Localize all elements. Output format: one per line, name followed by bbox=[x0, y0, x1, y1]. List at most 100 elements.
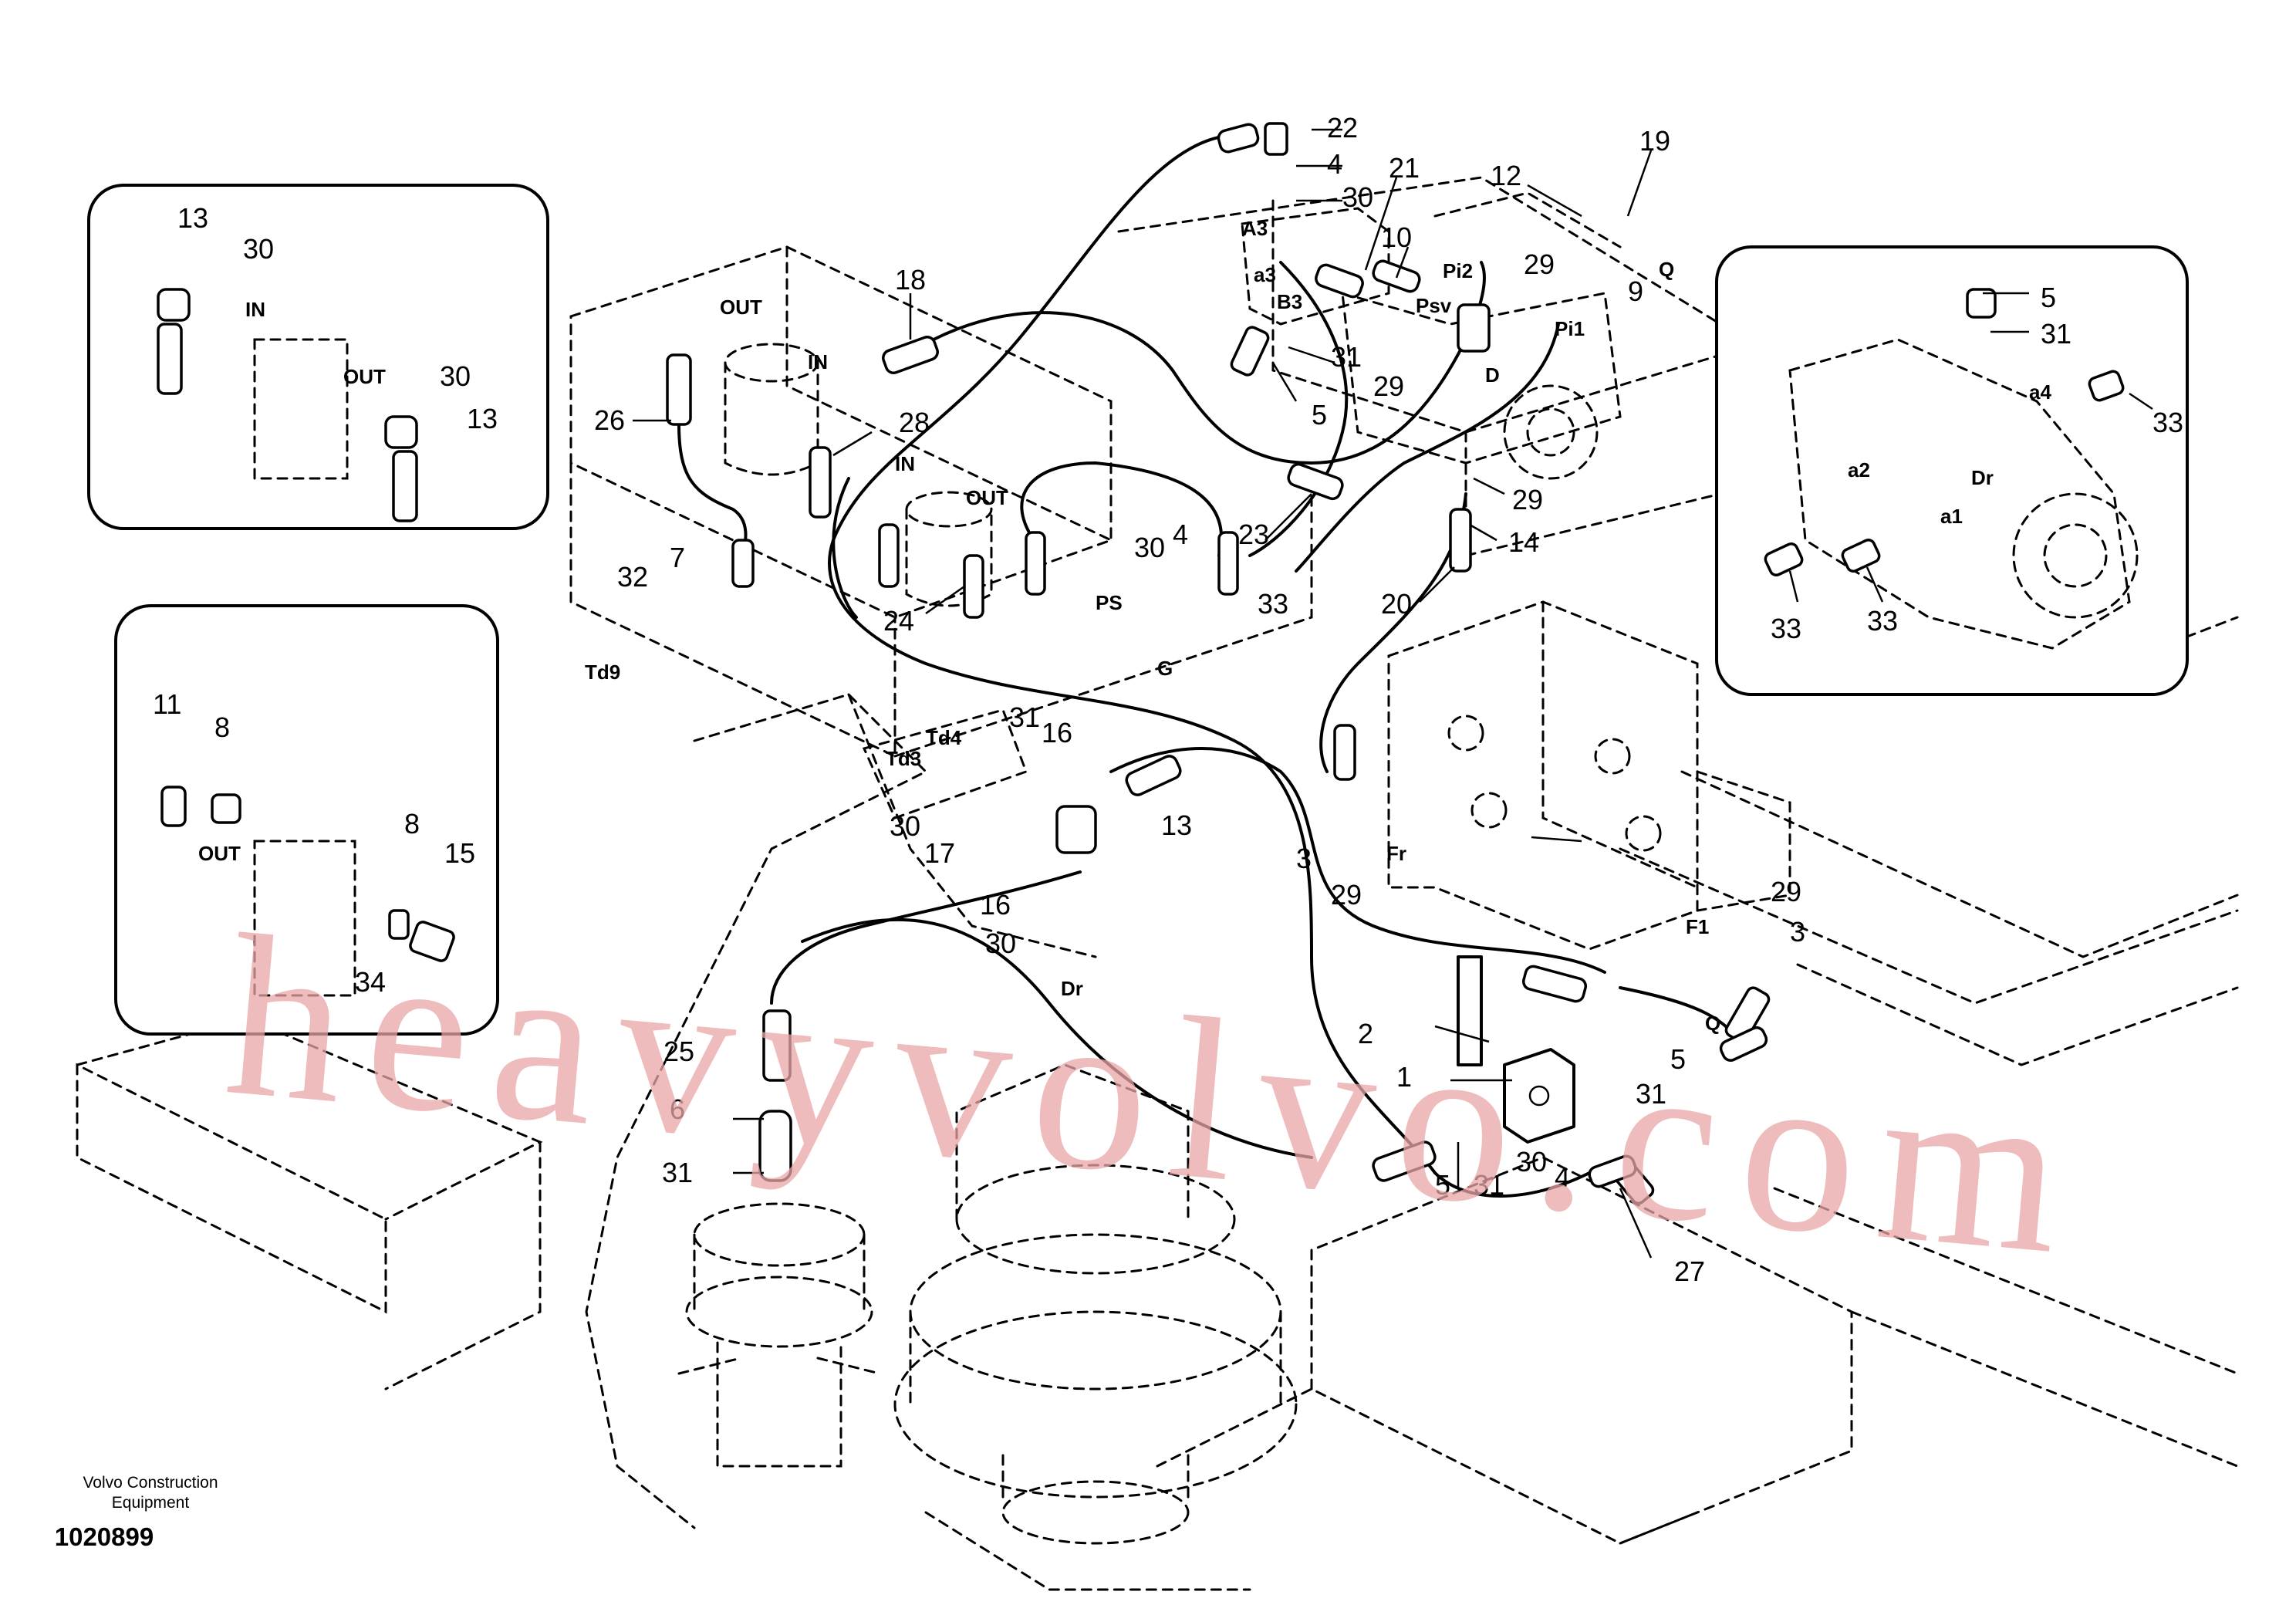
port-label: a4 bbox=[2029, 380, 2051, 404]
port-label: Td9 bbox=[585, 661, 620, 684]
port-label: Q bbox=[1705, 1012, 1720, 1035]
inset-top-left bbox=[87, 184, 549, 530]
callout: 33 bbox=[1867, 605, 1898, 637]
port-label: F1 bbox=[1686, 915, 1709, 938]
callout: 33 bbox=[1258, 588, 1288, 620]
callout: 30 bbox=[1342, 181, 1373, 213]
callout: 30 bbox=[440, 360, 471, 392]
callout: 31 bbox=[662, 1157, 693, 1188]
port-label: Psv bbox=[1416, 294, 1452, 317]
callout: 27 bbox=[1674, 1255, 1705, 1287]
callout: 31 bbox=[1474, 1169, 1504, 1201]
callout: 4 bbox=[1327, 148, 1342, 180]
callout: 18 bbox=[895, 264, 926, 296]
callout: 8 bbox=[214, 711, 230, 743]
callout: 11 bbox=[153, 688, 181, 720]
port-label: IN bbox=[895, 452, 915, 475]
port-label: IN bbox=[245, 298, 265, 321]
callout: 14 bbox=[1508, 526, 1539, 558]
company-name-line2: Equipment bbox=[112, 1494, 190, 1512]
callout: 7 bbox=[670, 542, 685, 573]
port-label: B3 bbox=[1277, 290, 1302, 313]
callout: 5 bbox=[2041, 282, 2056, 313]
fittings bbox=[666, 122, 1771, 1205]
callout: 33 bbox=[1771, 613, 1801, 644]
callout: 26 bbox=[594, 404, 625, 436]
filter-housings bbox=[724, 343, 1028, 819]
port-label: OUT bbox=[966, 486, 1008, 509]
callout: 30 bbox=[243, 233, 274, 265]
port-label: Dr bbox=[1061, 977, 1083, 1000]
port-label: IN bbox=[808, 350, 828, 373]
port-label: Fr bbox=[1386, 842, 1406, 865]
watermark: heavyvolvo.com bbox=[218, 886, 2094, 1304]
callouts: 13 30 30 13 11 8 8 15 34 22 4 30 21 10 1… bbox=[153, 112, 2183, 1287]
callout: 13 bbox=[177, 202, 208, 234]
callout: 31 bbox=[1636, 1078, 1666, 1110]
callout: 5 bbox=[1670, 1043, 1686, 1075]
port-label: OUT bbox=[720, 296, 762, 319]
port-label: Pi2 bbox=[1443, 259, 1473, 282]
callout: 4 bbox=[1555, 1161, 1570, 1193]
callout: 29 bbox=[1512, 484, 1543, 515]
callout: 16 bbox=[1042, 717, 1072, 748]
swing-motor bbox=[893, 1063, 1298, 1545]
callout: 6 bbox=[670, 1093, 685, 1125]
callout: 17 bbox=[924, 837, 955, 869]
callout: 16 bbox=[980, 889, 1011, 921]
callout: 29 bbox=[1331, 879, 1362, 911]
inset-right bbox=[1715, 245, 2189, 696]
port-label: Td3 bbox=[886, 747, 921, 770]
callout: 29 bbox=[1524, 248, 1555, 280]
callout: 19 bbox=[1639, 125, 1670, 157]
company-name: Volvo Construction bbox=[83, 1474, 218, 1492]
port-label: PS bbox=[1096, 591, 1123, 614]
callout: 29 bbox=[1771, 876, 1801, 907]
port-block bbox=[1457, 955, 1575, 1144]
port-label: a1 bbox=[1940, 505, 1963, 528]
swivel-joint bbox=[677, 1202, 881, 1468]
port-label: A3 bbox=[1242, 217, 1268, 240]
callout: 20 bbox=[1381, 588, 1412, 620]
callout: 30 bbox=[890, 810, 920, 842]
callout: 24 bbox=[883, 605, 914, 637]
callout: 9 bbox=[1628, 275, 1643, 307]
port-labels: OUT IN OUT IN OUT IN OUT A3 a3 B3 Psv Pi… bbox=[198, 217, 2051, 1035]
callout: 31 bbox=[1331, 341, 1362, 373]
callout: 22 bbox=[1327, 112, 1358, 144]
callout: 30 bbox=[1134, 532, 1165, 563]
port-label: Pi1 bbox=[1555, 317, 1585, 340]
callout: 29 bbox=[1373, 370, 1404, 402]
callout: 13 bbox=[467, 403, 498, 434]
callout: 13 bbox=[1161, 809, 1192, 841]
callout: 31 bbox=[1009, 701, 1040, 733]
port-label: a2 bbox=[1848, 458, 1870, 482]
port-label: a3 bbox=[1254, 263, 1276, 286]
callout: 32 bbox=[617, 561, 648, 593]
inset-mid-left bbox=[114, 604, 499, 1036]
drawing-number: 1020899 bbox=[55, 1522, 154, 1551]
port-label: Td4 bbox=[926, 726, 962, 749]
callout: 30 bbox=[1516, 1146, 1547, 1178]
callout: 3 bbox=[1296, 843, 1312, 874]
callout: 31 bbox=[2041, 318, 2071, 350]
callout: 30 bbox=[985, 928, 1016, 959]
port-label: Dr bbox=[1971, 466, 1994, 489]
callout: 10 bbox=[1381, 221, 1412, 253]
port-label: D bbox=[1485, 363, 1500, 387]
control-valve bbox=[1387, 600, 1791, 951]
footer: Volvo Construction Equipment 1020899 bbox=[55, 1474, 218, 1551]
callout: 3 bbox=[1790, 916, 1805, 948]
callout: 28 bbox=[899, 407, 930, 438]
callout: 5 bbox=[1435, 1169, 1450, 1201]
callout: 25 bbox=[663, 1036, 694, 1067]
port-label: OUT bbox=[343, 365, 386, 388]
callout: 5 bbox=[1312, 399, 1327, 431]
callout: 21 bbox=[1389, 152, 1420, 184]
main-pump bbox=[1241, 207, 1622, 480]
port-label: G bbox=[1157, 657, 1173, 680]
callout: 8 bbox=[404, 808, 420, 840]
callout: 33 bbox=[2152, 407, 2183, 438]
callout: 2 bbox=[1358, 1018, 1373, 1049]
